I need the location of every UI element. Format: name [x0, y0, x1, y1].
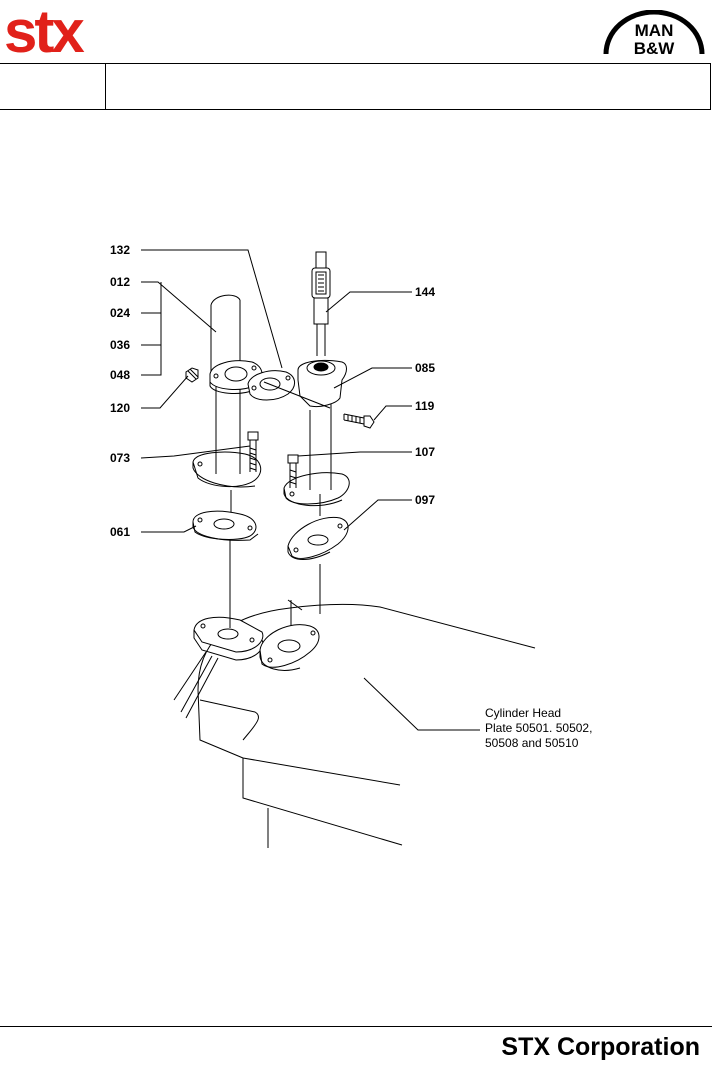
note-line-1: Cylinder Head	[485, 706, 562, 720]
leader-lines	[140, 249, 480, 731]
nut-120	[185, 367, 199, 383]
thermometer-144	[311, 251, 331, 356]
cylinder-head-note: Cylinder Head Plate 50501. 50502, 50508 …	[485, 706, 592, 751]
part-label-119: 119	[415, 399, 435, 413]
gasket-097	[287, 516, 349, 560]
lower-left-flange	[193, 616, 264, 661]
part-label-097: 097	[415, 493, 436, 507]
part-label-144: 144	[415, 285, 436, 299]
cylinder-head-outline	[197, 604, 536, 848]
footer-rule	[0, 1026, 712, 1027]
gasket-061	[192, 510, 259, 541]
part-label-132: 132	[110, 243, 131, 257]
lower-right-flange	[259, 624, 320, 671]
man-logo-line1: MAN	[635, 21, 674, 40]
part-label-024: 024	[110, 306, 131, 320]
part-label-012: 012	[110, 275, 131, 289]
note-line-3: 50508 and 50510	[485, 736, 579, 750]
exploded-parts-drawing	[140, 249, 536, 848]
part-label-073: 073	[110, 451, 131, 465]
part-label-120: 120	[110, 401, 131, 415]
bolt-073	[247, 431, 259, 472]
right-pipe-base-flange	[283, 472, 350, 507]
part-label-048: 048	[110, 368, 131, 382]
header-table	[0, 63, 711, 110]
bolt-119	[343, 413, 375, 429]
note-line-2: Plate 50501. 50502,	[485, 721, 593, 735]
part-label-107: 107	[415, 445, 436, 459]
left-pipe-base-flange	[192, 451, 262, 488]
man-logo-line2: B&W	[634, 39, 676, 56]
part-label-036: 036	[110, 338, 131, 352]
stx-logo-text: stx	[4, 4, 84, 58]
assembly-guide-lines	[173, 381, 331, 719]
stx-logo: stx	[4, 4, 87, 58]
header-cell-right	[106, 64, 711, 109]
part-label-061: 061	[110, 525, 131, 539]
right-pipe	[309, 400, 332, 490]
part-label-085: 085	[415, 361, 436, 375]
header-cell-left	[0, 64, 106, 109]
man-bw-logo: MAN B&W	[603, 10, 705, 56]
bolt-107	[287, 454, 299, 488]
footer-company-name: STX Corporation	[501, 1033, 700, 1061]
bend-body-085	[297, 359, 347, 407]
